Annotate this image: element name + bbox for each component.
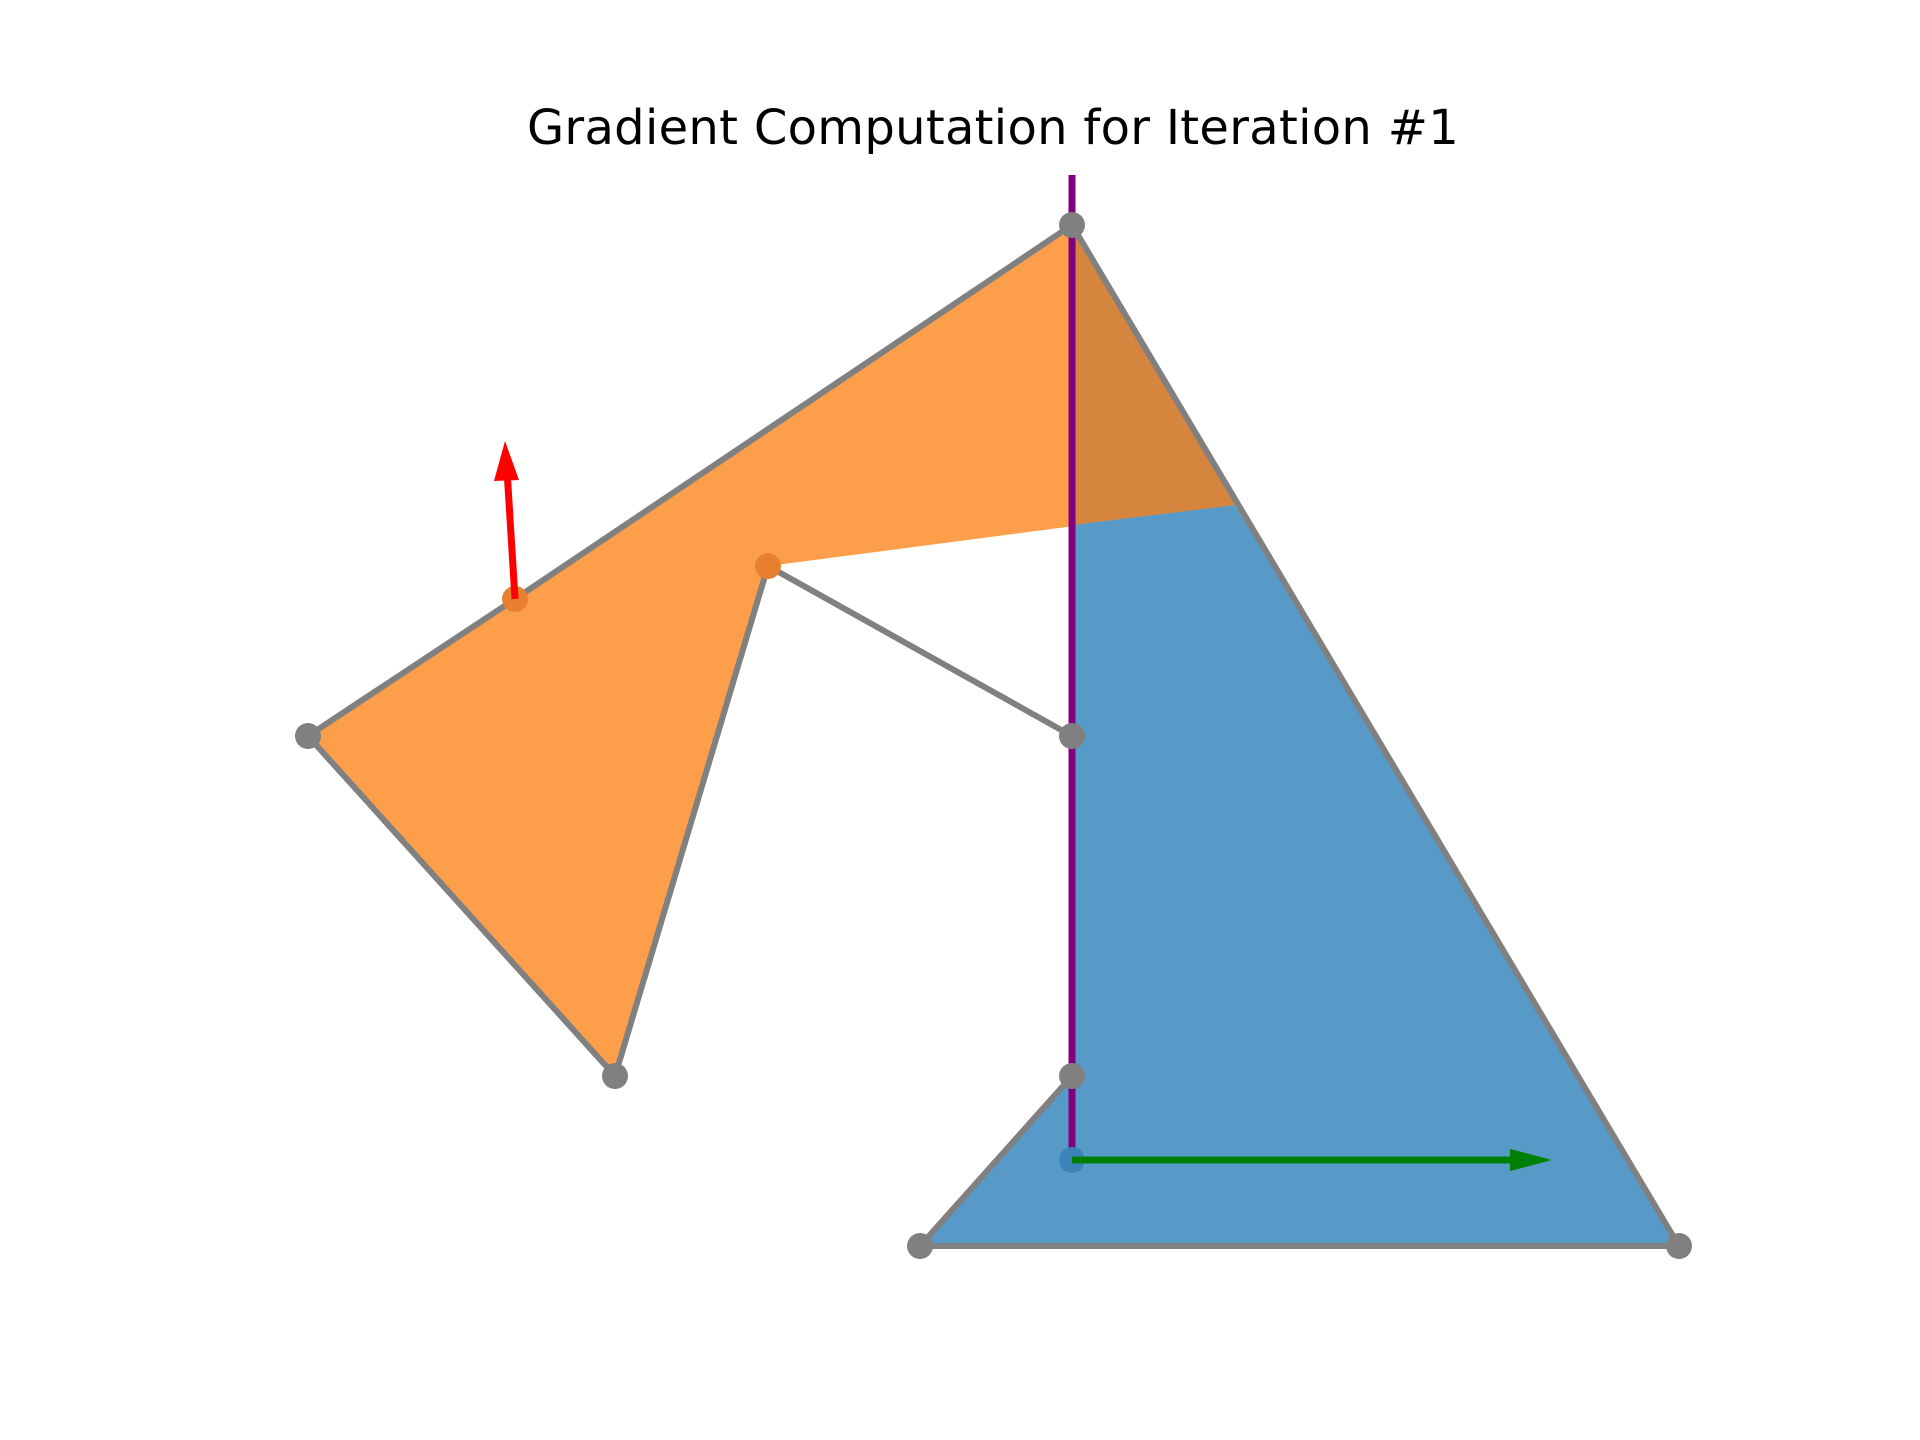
vertices <box>295 212 1692 1259</box>
vertex-left <box>295 723 321 749</box>
vertex-inner-orange <box>755 553 781 579</box>
arrow-up-icon <box>494 441 519 600</box>
overlap-region <box>1072 225 1235 525</box>
orange-polygon <box>308 225 1235 1076</box>
vertex-mid-right <box>1059 723 1085 749</box>
vertex-top <box>1059 212 1085 238</box>
blue-polygon <box>920 505 1679 1246</box>
blue-outline <box>765 222 1682 1249</box>
diagram-title: Gradient Computation for Iteration #1 <box>526 100 1460 156</box>
arrow-right-icon <box>1072 1149 1552 1171</box>
vertex-bottom-left <box>602 1063 628 1089</box>
vertex-bottom-blue-right <box>1666 1233 1692 1259</box>
vertex-bottom-blue-left <box>907 1233 933 1259</box>
vertex-lower-right <box>1059 1063 1085 1089</box>
